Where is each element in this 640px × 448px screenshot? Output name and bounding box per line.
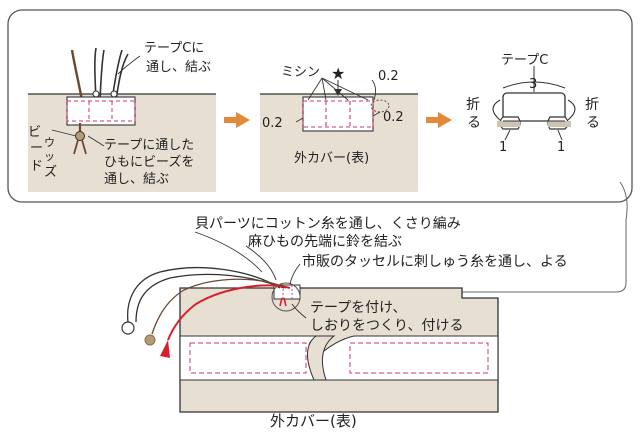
step1-cord-label3: 通し、結ぶ — [104, 172, 169, 187]
stitch-rect — [302, 100, 374, 128]
step1-tape-label: テープCに — [144, 41, 204, 56]
cord-2b — [99, 49, 105, 101]
cord-bell — [151, 278, 287, 335]
tassel — [160, 340, 170, 358]
dim-left-value: 0.2 — [262, 116, 283, 131]
dim-top-value: 0.2 — [378, 69, 399, 84]
shell-part — [121, 321, 135, 335]
beads-char-4: ッ — [44, 150, 55, 163]
step1-cord-label2: ひもにビーズを — [104, 154, 194, 170]
fold-left-char2: る — [467, 115, 481, 131]
step2-caption: 外カバー(表) — [294, 151, 369, 166]
tassel-label: 市販のタッセルに刺しゅう糸を通し、よる — [302, 253, 568, 270]
step1-tape-label2: 通し、結ぶ — [146, 60, 211, 75]
bead-1 — [75, 131, 85, 141]
fold-arrow-left — [492, 99, 501, 121]
bell-label: 麻ひもの先端に鈴を結ぶ — [248, 234, 402, 250]
cord-brown — [70, 49, 84, 101]
fold-len-right: 1 — [557, 140, 565, 155]
finished-cover — [179, 282, 499, 413]
dim-3-value: 3 — [529, 77, 537, 92]
fold-arrow-right — [567, 99, 576, 121]
fold-len-left: 1 — [499, 140, 507, 155]
detail-circle — [271, 282, 301, 312]
step1-cord-label: テープに通した — [104, 138, 194, 153]
sewing-label: ミシン — [281, 65, 320, 80]
beads-char-5: ド — [30, 159, 43, 174]
arrow-step2-to-step1 — [224, 112, 250, 128]
beads-char-1: ビ — [28, 125, 41, 140]
dim-right-value: 0.2 — [383, 110, 404, 125]
beads-char-2: ウ — [44, 136, 55, 149]
tape-c-diagram — [492, 66, 576, 141]
fold-right-char2: る — [586, 115, 600, 131]
bookmark-cords — [121, 267, 291, 358]
frame-connector — [294, 181, 628, 293]
shell-label: 貝パーツにコットン糸を通し、くさり編み — [195, 216, 461, 232]
cord-shell-1 — [126, 267, 281, 323]
tape-attached — [302, 96, 374, 132]
tape-attach-label-1: テープを付け、 — [310, 300, 406, 316]
star-mark: ★ — [331, 64, 345, 83]
fold-left-char1: 折 — [466, 97, 480, 113]
step2-cover — [260, 77, 418, 192]
tape-c-label: テープC — [501, 53, 548, 68]
cord-tassel — [167, 284, 291, 341]
cover-caption: 外カバー(表) — [270, 412, 357, 430]
tape-step1 — [66, 96, 136, 126]
beads-char-6: ズ — [44, 164, 57, 180]
tape-attach-label-2: しおりをつくり、付ける — [310, 318, 463, 334]
beads-char-3: ー — [30, 141, 43, 156]
fold-right-char1: 折 — [585, 97, 599, 113]
step1-cover — [28, 47, 216, 192]
arrow-step3-to-step2 — [426, 112, 452, 128]
bell — [144, 334, 156, 346]
